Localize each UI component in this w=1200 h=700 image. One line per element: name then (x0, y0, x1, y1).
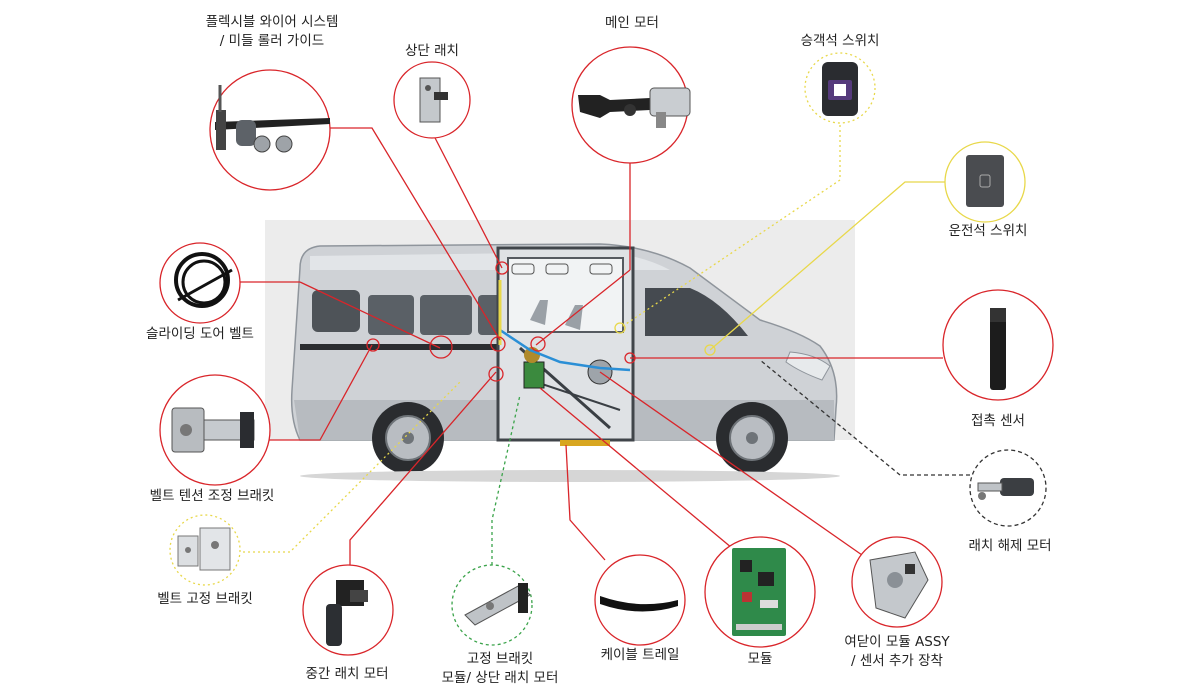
label-latch-release-motor: 래치 해제 모터 (968, 537, 1051, 556)
circle-upper-latch (393, 61, 471, 139)
circle-fixing-bracket-module (451, 564, 533, 646)
sliding-door-panel (496, 246, 635, 446)
label-cable-trail: 케이블 트레일 (601, 646, 680, 665)
label-line: / 미들 롤러 가이드 (219, 33, 325, 49)
label-passenger-switch: 승객석 스위치 (801, 32, 880, 51)
label-module: 모듈 (748, 650, 773, 669)
label-line: 벨트 텐션 조정 브래킷 (149, 488, 275, 504)
label-line: 고정 브래킷 (466, 651, 534, 667)
label-line: 중간 래치 모터 (305, 666, 389, 682)
circle-module (704, 536, 816, 648)
circle-opening-module (851, 536, 943, 628)
label-flexible-wire: 플렉시블 와이어 시스템 / 미들 롤러 가이드 (206, 13, 339, 51)
label-line: 모듈/ 상단 래치 모터 (441, 670, 559, 686)
label-line: 래치 해제 모터 (968, 538, 1052, 554)
circle-contact-sensor (942, 289, 1054, 401)
circle-latch-release-motor (969, 449, 1047, 527)
label-contact-sensor: 접촉 센서 (971, 412, 1025, 431)
label-middle-latch-motor: 중간 래치 모터 (305, 665, 388, 684)
circle-main-motor (571, 46, 691, 164)
label-line: 상단 래치 (405, 43, 459, 59)
circle-belt-fixing-bracket (169, 514, 241, 586)
label-line: 슬라이딩 도어 벨트 (146, 326, 254, 342)
circle-passenger-switch (804, 52, 876, 124)
label-fixing-bracket-module: 고정 브래킷 모듈/ 상단 래치 모터 (442, 650, 559, 688)
circle-cable-trail (594, 554, 686, 646)
label-line: 케이블 트레일 (600, 647, 680, 663)
circle-sliding-door-belt (159, 242, 241, 324)
circle-driver-switch (944, 141, 1026, 223)
label-belt-tension-bracket: 벨트 텐션 조정 브래킷 (150, 487, 275, 506)
label-belt-fixing-bracket: 벨트 고정 브래킷 (157, 590, 253, 609)
label-line: 플렉시블 와이어 시스템 (205, 14, 339, 30)
label-opening-module: 여닫이 모듈 ASSY / 센서 추가 장착 (844, 633, 949, 671)
circle-middle-latch-motor (302, 564, 394, 656)
circle-belt-tension-bracket (159, 374, 271, 486)
label-line: 여닫이 모듈 ASSY (844, 634, 950, 650)
label-main-motor: 메인 모터 (605, 14, 659, 33)
label-line: 접촉 센서 (971, 413, 1025, 429)
van-markers (366, 261, 716, 382)
label-line: 메인 모터 (605, 15, 659, 31)
label-line: 운전석 스위치 (948, 223, 1028, 239)
label-line: 모듈 (747, 651, 773, 667)
label-sliding-door-belt: 슬라이딩 도어 벨트 (146, 325, 254, 344)
label-line: 벨트 고정 브래킷 (157, 591, 253, 607)
circle-flexible-wire (209, 69, 331, 191)
label-line: / 센서 추가 장착 (851, 653, 943, 669)
label-upper-latch: 상단 래치 (405, 42, 459, 61)
label-line: 승객석 스위치 (800, 33, 880, 49)
label-driver-switch: 운전석 스위치 (949, 222, 1028, 241)
